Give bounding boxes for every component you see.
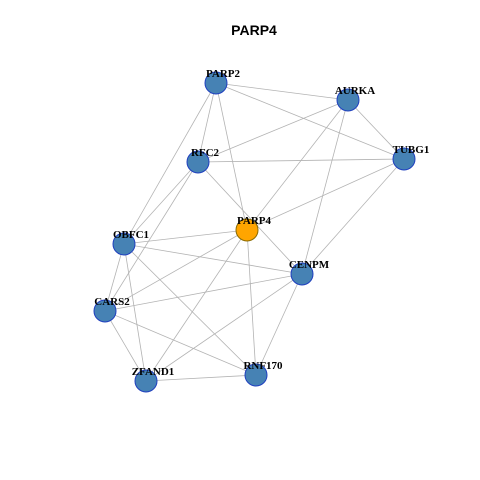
edge-obfc1-cars2 (104, 243, 125, 312)
node-label: PARP4 (237, 215, 272, 227)
edge-cars2-rnf170 (104, 310, 257, 376)
edge-tubg1-parp4 (246, 158, 405, 231)
edge-aurka-parp4 (246, 99, 349, 231)
node-tubg1: TUBG1 (392, 144, 430, 171)
edge-aurka-rfc2 (197, 99, 349, 163)
node-circle (244, 363, 268, 387)
node-label: TUBG1 (393, 144, 430, 156)
node-circle (186, 150, 210, 174)
edge-cars2-zfand1 (104, 310, 147, 382)
edge-rfc2-obfc1 (123, 161, 199, 245)
node-circle (392, 147, 416, 171)
edge-tubg1-cenpm (301, 158, 405, 275)
edge-obfc1-zfand1 (123, 243, 147, 382)
node-label: AURKA (335, 85, 375, 97)
edge-parp4-cars2 (104, 229, 248, 312)
node-obfc1: OBFC1 (112, 229, 149, 256)
node-aurka: AURKA (335, 85, 375, 112)
edge-parp2-tubg1 (215, 82, 405, 160)
node-circle (235, 218, 259, 242)
node-rfc2: RFC2 (186, 147, 220, 174)
edge-obfc1-cenpm (123, 243, 303, 275)
node-circle (134, 369, 158, 393)
node-rnf170: RNF170 (243, 360, 283, 387)
node-label: OBFC1 (113, 229, 149, 241)
node-label: RNF170 (243, 360, 283, 372)
node-parp4: PARP4 (235, 215, 272, 242)
edge-rfc2-cenpm (197, 161, 303, 275)
node-cenpm: CENPM (289, 259, 330, 286)
edge-aurka-tubg1 (347, 99, 405, 160)
node-circle (336, 88, 360, 112)
node-zfand1: ZFAND1 (132, 366, 175, 393)
edge-parp2-parp4 (215, 82, 248, 231)
edge-tubg1-rfc2 (197, 158, 405, 163)
node-circle (204, 71, 228, 95)
edges-layer (104, 82, 405, 382)
node-label: RFC2 (191, 147, 220, 159)
edge-cenpm-rnf170 (255, 273, 303, 376)
edge-parp2-aurka (215, 82, 349, 101)
graph-title: PARP4 (231, 22, 277, 38)
node-circle (290, 262, 314, 286)
edge-parp4-zfand1 (145, 229, 248, 382)
edge-zfand1-rnf170 (145, 374, 257, 382)
edge-rfc2-cars2 (104, 161, 199, 312)
node-parp2: PARP2 (204, 68, 241, 95)
edge-aurka-cenpm (301, 99, 349, 275)
node-label: CENPM (289, 259, 330, 271)
edge-parp4-rnf170 (246, 229, 257, 376)
node-circle (93, 299, 117, 323)
node-label: PARP2 (206, 68, 241, 80)
edge-obfc1-rnf170 (123, 243, 257, 376)
edge-parp2-rfc2 (197, 82, 217, 163)
edge-parp4-obfc1 (123, 229, 248, 245)
edge-parp2-obfc1 (123, 82, 217, 245)
node-label: CARS2 (94, 296, 130, 308)
node-cars2: CARS2 (93, 296, 130, 323)
edge-cenpm-zfand1 (145, 273, 303, 382)
edge-cenpm-cars2 (104, 273, 303, 312)
node-circle (112, 232, 136, 256)
node-label: ZFAND1 (132, 366, 175, 378)
